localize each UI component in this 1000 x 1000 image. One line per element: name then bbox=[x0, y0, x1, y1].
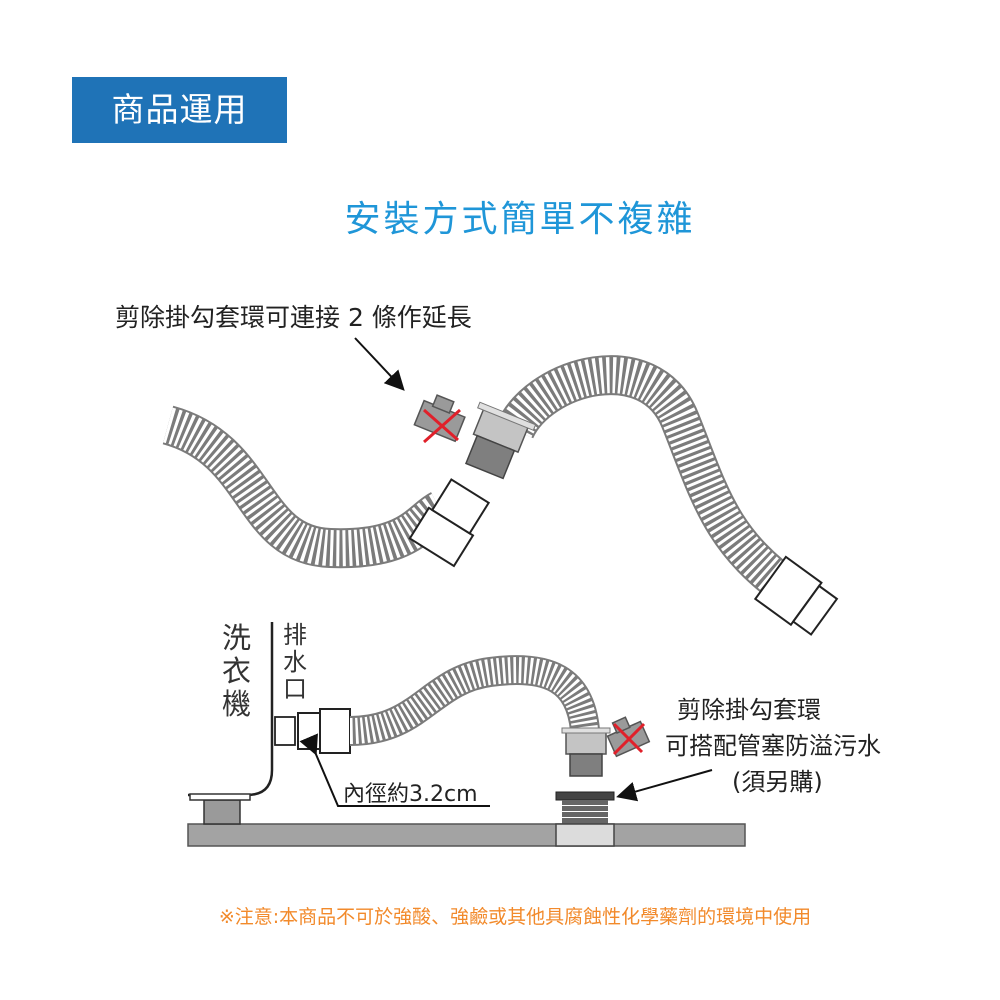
washer-label: 洗衣機 bbox=[222, 621, 252, 721]
outlet-stub bbox=[274, 716, 296, 746]
extend-note: 剪除掛勾套環可連接 2 條作延長 bbox=[115, 303, 472, 332]
headline: 安裝方式簡單不複雜 bbox=[344, 199, 696, 240]
floor bbox=[187, 823, 746, 847]
lower-hose-connector bbox=[297, 708, 351, 754]
plug-note-line2: 可搭配管塞防溢污水 bbox=[665, 732, 881, 760]
plug-arrow bbox=[616, 769, 713, 802]
hose-right bbox=[496, 355, 802, 607]
lower-hose-end-connector bbox=[561, 727, 611, 777]
hose-right-end-connector bbox=[753, 555, 839, 636]
hose-right-start-connector bbox=[464, 401, 537, 480]
cross-icon-lower bbox=[612, 722, 646, 756]
diameter-label: 內徑約3.2cm bbox=[343, 782, 478, 807]
hose-left-connector bbox=[408, 478, 491, 568]
hose-lower bbox=[349, 655, 600, 746]
hook-ring-removed-top bbox=[413, 394, 466, 443]
section-badge: 商品運用 bbox=[72, 77, 287, 143]
diameter-leader bbox=[299, 733, 490, 807]
warning-note: ※注意:本商品不可於強酸、強鹼或其他具腐蝕性化學藥劑的環境中使用 bbox=[218, 906, 812, 928]
outlet-label: 排水口 bbox=[283, 621, 307, 703]
plug-note-line3: (須另購) bbox=[732, 768, 823, 796]
hose-left bbox=[161, 405, 451, 569]
cross-icon bbox=[423, 408, 461, 444]
washer-foot-base bbox=[189, 793, 251, 801]
washer-foot bbox=[203, 799, 241, 825]
plug-note-line1: 剪除掛勾套環 bbox=[677, 696, 821, 724]
note-arrow bbox=[354, 337, 405, 391]
drain-plug bbox=[555, 791, 615, 847]
